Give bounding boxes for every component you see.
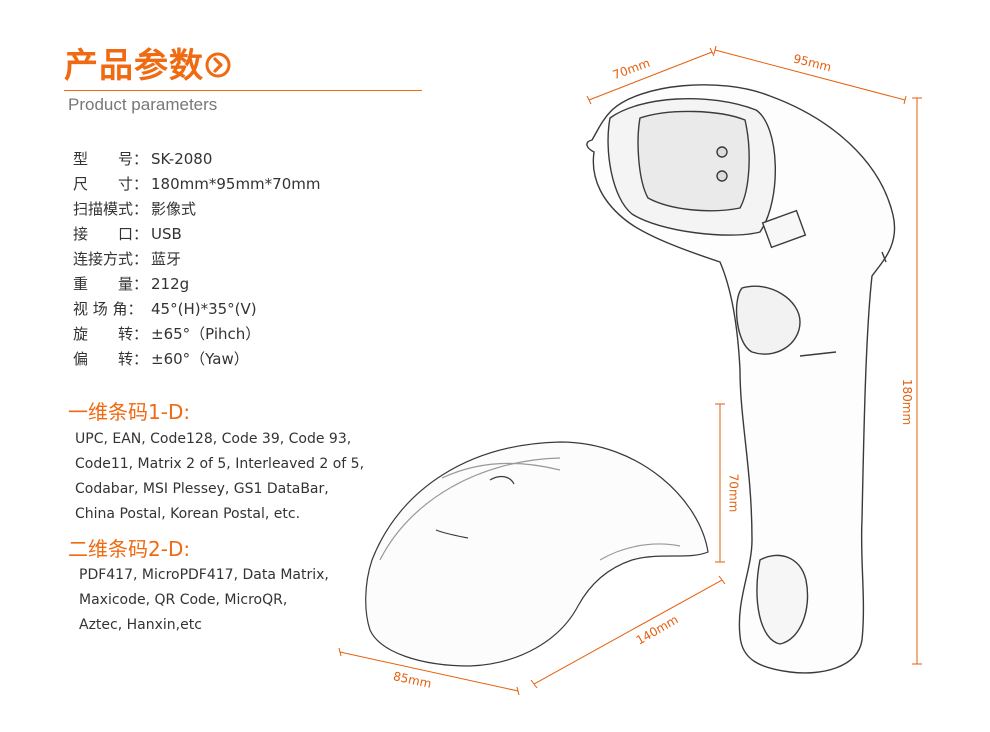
spec-value: 影像式 [151,200,197,218]
barcodes-2d-list: PDF417, MicroPDF417, Data Matrix, Maxico… [79,563,329,638]
spec-label: 视 场 角： [73,300,143,318]
spec-label: 接 口： [73,225,149,243]
page-subtitle: Product parameters [68,95,218,114]
spec-row-scan-mode: 扫描模式：影像式 [73,197,320,222]
stand-sketch [365,441,709,667]
spec-value: USB [151,225,182,243]
list-item: Aztec, Hanxin,etc [79,617,202,633]
list-item: China Postal, Korean Postal, etc. [75,506,301,522]
spec-label: 扫描模式： [73,200,149,218]
spec-row-connection: 连接方式：蓝牙 [73,247,320,272]
spec-label: 重 量： [73,275,149,293]
spec-value: 180mm*95mm*70mm [151,175,321,193]
spec-row-pitch: 旋 转：±65°（Pihch） [73,322,320,347]
spec-value: SK-2080 [151,150,213,168]
dimension-lines [338,45,922,696]
spec-value: 蓝牙 [151,250,182,268]
scanner-sketch [586,84,896,674]
spec-value: 212g [151,275,190,293]
spec-row-yaw: 偏 转：±60°（Yaw） [73,347,320,372]
page-title: 产品参数 [64,46,204,86]
list-item: UPC, EAN, Code128, Code 39, Code 93, [75,431,352,447]
spec-label: 型 号： [73,150,149,168]
list-item: PDF417, MicroPDF417, Data Matrix, [79,567,329,583]
spec-row-size: 尺 寸：180mm*95mm*70mm [73,172,320,197]
list-item: Codabar, MSI Plessey, GS1 DataBar, [75,481,329,497]
spec-row-field-of-view: 视 场 角： 45°(H)*35°(V) [73,297,320,322]
spec-label: 旋 转： [73,325,149,343]
barcodes-2d-heading: 二维条码2-D: [68,537,191,561]
spec-value: ±65°（Pihch） [151,325,261,343]
barcodes-1d-heading: 一维条码1-D: [68,400,191,424]
spec-row-model: 型 号：SK-2080 [73,147,320,172]
barcodes-1d-list: UPC, EAN, Code128, Code 39, Code 93, Cod… [75,427,364,527]
spec-row-interface: 接 口：USB [73,222,320,247]
spec-list: 型 号：SK-2080 尺 寸：180mm*95mm*70mm 扫描模式：影像式… [73,147,320,372]
list-item: Code11, Matrix 2 of 5, Interleaved 2 of … [75,456,365,472]
spec-label: 偏 转： [73,350,149,368]
arrow-right-circle-icon [205,52,231,78]
dimension-label: 70mm [726,473,741,513]
spec-value: 45°(H)*35°(V) [151,300,257,318]
spec-label: 尺 寸： [73,175,149,193]
spec-label: 连接方式： [73,250,149,268]
dimension-label: 180mm [900,378,915,426]
list-item: Maxicode, QR Code, MicroQR, [79,592,288,608]
title-divider [64,90,422,91]
spec-value: ±60°（Yaw） [151,350,249,368]
spec-row-weight: 重 量：212g [73,272,320,297]
